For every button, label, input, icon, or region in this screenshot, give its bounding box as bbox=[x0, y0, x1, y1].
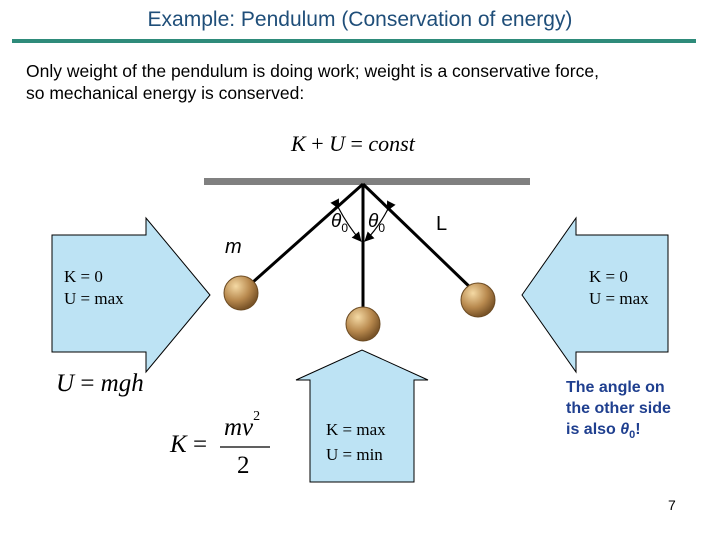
kinetic-energy-numerator: mv2 bbox=[224, 409, 260, 442]
page-number: 7 bbox=[668, 497, 676, 513]
string-left bbox=[243, 182, 364, 292]
energy-conservation-equation: K + U = const bbox=[291, 131, 415, 157]
right-box-potential: U = max bbox=[589, 289, 649, 308]
left-box-kinetic: K = 0 bbox=[64, 267, 103, 286]
callout-arrow-right bbox=[521, 216, 669, 374]
potential-energy-equation: U = mgh bbox=[56, 370, 144, 398]
theta-right-label: θ0 bbox=[368, 211, 385, 235]
left-box-potential: U = max bbox=[64, 289, 124, 308]
note-line-1: The angle on bbox=[566, 379, 665, 396]
left-box-text: K = 0 U = max bbox=[64, 266, 124, 310]
theta-left-label: θ0 bbox=[331, 211, 348, 235]
pendulum-bob-right bbox=[460, 282, 496, 318]
eq-k: K bbox=[291, 131, 306, 156]
eq-const: const bbox=[368, 131, 415, 156]
pe-equals: = bbox=[80, 370, 95, 397]
ke-equals: = bbox=[192, 431, 208, 458]
ke-sup: 2 bbox=[253, 408, 261, 424]
pe-rhs: mgh bbox=[100, 370, 144, 397]
bottom-box-text: K = max U = min bbox=[326, 417, 386, 467]
angle-arc-right bbox=[364, 200, 396, 242]
eq-plus: + bbox=[311, 131, 324, 156]
callout-arrow-bottom bbox=[295, 349, 429, 483]
pendulum-support bbox=[204, 178, 530, 185]
kinetic-energy-lhs: K = bbox=[170, 431, 207, 459]
ke-k: K bbox=[170, 431, 187, 458]
length-label: L bbox=[436, 213, 448, 235]
eq-u: U bbox=[329, 131, 345, 156]
intro-line-2: so mechanical energy is conserved: bbox=[26, 83, 305, 103]
bottom-box-potential: U = min bbox=[326, 445, 383, 464]
note-line-3: is also θ0! bbox=[566, 421, 641, 442]
pendulum-bob-left bbox=[223, 275, 259, 311]
slide-title: Example: Pendulum (Conservation of energ… bbox=[147, 8, 573, 31]
callout-arrow-left bbox=[51, 216, 211, 374]
mass-label: m bbox=[225, 236, 242, 258]
intro-text: Only weight of the pendulum is doing wor… bbox=[26, 60, 706, 104]
pe-u: U bbox=[56, 370, 75, 397]
right-box-kinetic: K = 0 bbox=[589, 267, 628, 286]
title-divider bbox=[12, 39, 696, 43]
angle-arc-left bbox=[330, 198, 362, 242]
pendulum-bob-bottom bbox=[345, 306, 381, 342]
string-right bbox=[361, 182, 478, 295]
note-line-2: the other side bbox=[566, 400, 671, 417]
eq-equals: = bbox=[350, 131, 363, 156]
right-box-text: K = 0 U = max bbox=[589, 266, 649, 310]
intro-line-1: Only weight of the pendulum is doing wor… bbox=[26, 61, 599, 81]
bottom-box-kinetic: K = max bbox=[326, 420, 386, 439]
ke-num: mv bbox=[224, 414, 254, 441]
angle-note: The angle on the other side is also θ0! bbox=[566, 377, 671, 446]
kinetic-energy-denominator: 2 bbox=[237, 452, 250, 479]
